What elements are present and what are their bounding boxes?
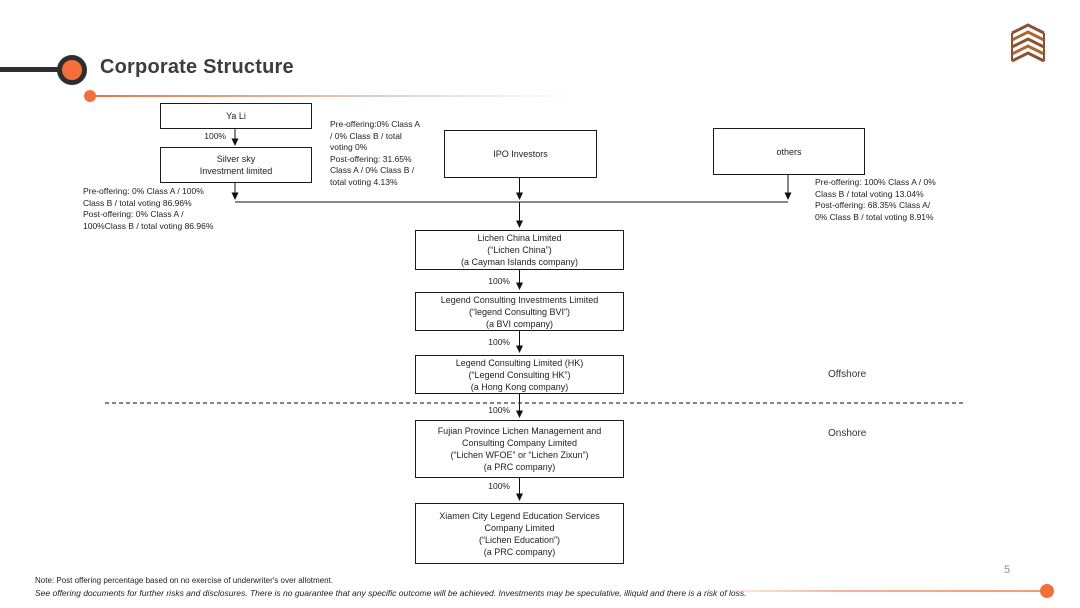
label-onshore: Onshore [828, 428, 867, 439]
box-legend-consulting-bvi: Legend Consulting Investments Limited (“… [415, 292, 624, 331]
box-label: Fujian Province Lichen Management and Co… [437, 426, 602, 472]
header-bullet-circle [57, 55, 87, 85]
box-lichen-china: Lichen China Limited (“Lichen China”) (a… [415, 230, 624, 270]
box-label: Lichen China Limited (“Lichen China”) (a… [460, 233, 579, 267]
page-number: 5 [1004, 564, 1011, 576]
annotation-silver-sky-holding: Pre-offering: 0% Class A / 100% Class B … [83, 186, 214, 231]
accent-line-top [95, 95, 575, 97]
box-label: Ya Li [226, 111, 246, 121]
edge-label-china-bvi: 100% [488, 276, 510, 286]
annotation-ipo-holding: Pre-offering:0% Class A / 0% Class B / t… [330, 119, 421, 187]
edge-label-hk-wfoe: 100% [488, 405, 510, 415]
box-lichen-education: Xiamen City Legend Education Services Co… [415, 503, 624, 564]
accent-dot-bottom [1040, 584, 1054, 598]
accent-line-bottom [690, 590, 1040, 592]
edge-label-wfoe-xiamen: 100% [488, 481, 510, 491]
box-silver-sky: Silver sky Investment limited [160, 147, 312, 183]
box-label: Legend Consulting Investments Limited (“… [440, 294, 599, 329]
footnote-disclaimer: See offering documents for further risks… [35, 588, 747, 598]
company-logo-icon [1011, 23, 1045, 63]
edge-label-yali-silver: 100% [204, 131, 226, 141]
box-label: others [776, 146, 802, 157]
label-offshore: Offshore [828, 369, 867, 380]
box-others: others [713, 128, 865, 175]
box-ipo-investors: IPO Investors [444, 130, 597, 178]
accent-dot-top [84, 90, 96, 102]
header-rule [0, 67, 60, 72]
page-title: Corporate Structure [100, 56, 294, 78]
box-ya-li: Ya Li [160, 103, 312, 129]
box-label: Silver sky Investment limited [199, 154, 273, 176]
annotation-others-holding: Pre-offering: 100% Class A / 0% Class B … [815, 177, 936, 222]
edge-label-bvi-hk: 100% [488, 337, 510, 347]
box-label: Xiamen City Legend Education Services Co… [439, 510, 600, 557]
box-label: Legend Consulting Limited (HK) (“Legend … [455, 357, 584, 392]
box-legend-consulting-hk: Legend Consulting Limited (HK) (“Legend … [415, 355, 624, 394]
box-label: IPO Investors [493, 149, 548, 159]
footnote-allotment: Note: Post offering percentage based on … [35, 576, 333, 585]
box-lichen-wfoe: Fujian Province Lichen Management and Co… [415, 420, 624, 478]
